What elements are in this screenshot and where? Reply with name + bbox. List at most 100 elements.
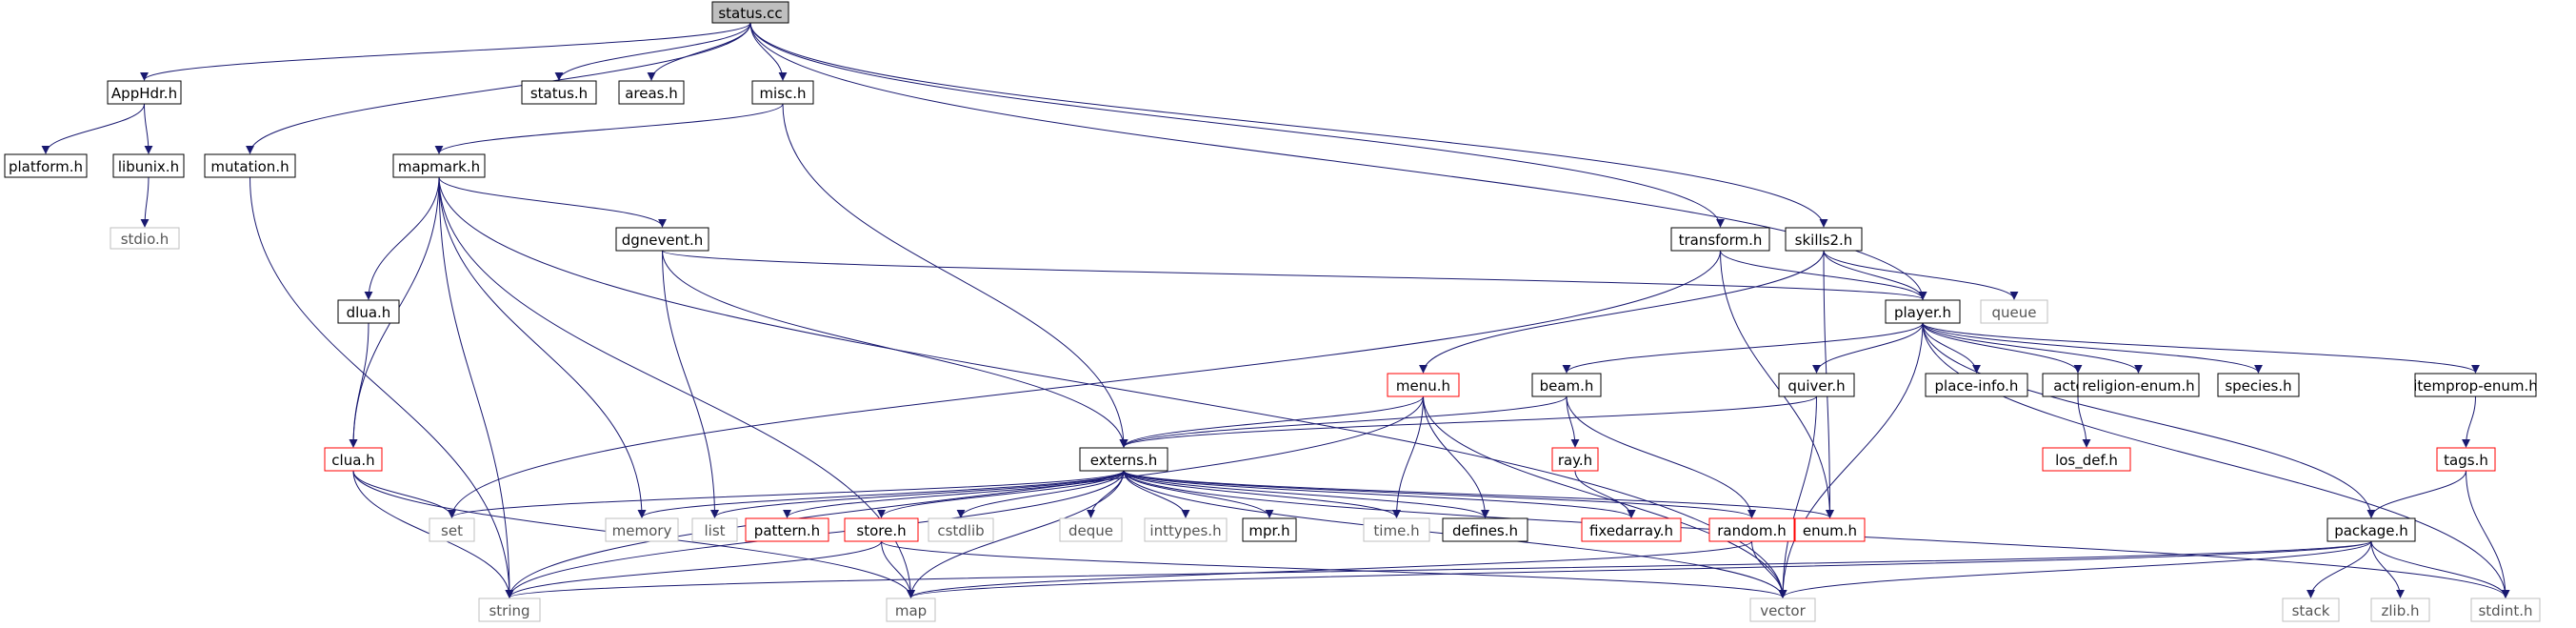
node-box[interactable] [107,80,182,105]
node-box[interactable] [521,80,597,105]
node-box[interactable] [1242,517,1297,542]
node-box[interactable] [1794,517,1866,542]
node-box[interactable] [1387,373,1460,397]
node-box[interactable] [1778,373,1855,397]
node-box[interactable] [429,517,475,542]
node-box[interactable] [2282,598,2340,622]
node-list[interactable]: list [691,517,738,542]
node-box[interactable] [1531,373,1602,397]
node-stdint-h[interactable]: stdint.h [2470,598,2541,622]
node-player-h[interactable]: player.h [1885,299,1961,324]
node-skills2-h[interactable]: skills2.h [1785,227,1863,252]
node-species-h[interactable]: species.h [2217,373,2300,397]
node-box[interactable] [204,153,296,178]
node-box[interactable] [110,227,180,250]
node-fixedarray-h[interactable]: fixedarray.h [1581,517,1682,542]
node-libunix-h[interactable]: libunix.h [112,153,185,178]
node-enum-h[interactable]: enum.h [1794,517,1866,542]
node-box[interactable] [1885,299,1961,324]
node-box[interactable] [1708,517,1795,542]
node-box[interactable] [1925,373,2028,397]
node-ray-h[interactable]: ray.h [1551,447,1599,472]
node-defines-h[interactable]: defines.h [1442,517,1528,542]
node-box[interactable] [1551,447,1599,472]
node-place-info-h[interactable]: place-info.h [1925,373,2028,397]
node-cstdlib[interactable]: cstdlib [928,517,994,542]
node-box[interactable] [711,1,789,24]
node-zlib-h[interactable]: zlib.h [2370,598,2430,622]
edge-externs-h-to-map [907,470,1125,598]
node-religion-enum-h[interactable]: religion-enum.h [2077,373,2200,397]
node-mutation-h[interactable]: mutation.h [204,153,296,178]
node-dgnevent-h[interactable]: dgnevent.h [615,227,709,252]
node-package-h[interactable]: package.h [2326,517,2416,542]
node-externs-h[interactable]: externs.h [1079,447,1168,472]
node-box[interactable] [886,598,936,622]
node-box[interactable] [615,227,709,252]
node-box[interactable] [2370,598,2430,622]
node-box[interactable] [1581,517,1682,542]
node-los-def-h[interactable]: los_def.h [2042,447,2131,472]
node-deque[interactable]: deque [1059,517,1123,542]
node-random-h[interactable]: random.h [1708,517,1795,542]
node-box[interactable] [618,80,685,105]
node-memory[interactable]: memory [605,517,679,542]
node-box[interactable] [112,153,185,178]
edge-misc-h-to-externs-h [782,103,1128,448]
node-box[interactable] [1980,299,2048,324]
node-vector[interactable]: vector [1749,598,1816,622]
node-box[interactable] [2470,598,2541,622]
node-box[interactable] [337,299,400,324]
node-store-h[interactable]: store.h [844,517,919,542]
node-mapmark-h[interactable]: mapmark.h [392,153,486,178]
node-box[interactable] [4,153,88,178]
node-box[interactable] [1079,447,1168,472]
node-dlua-h[interactable]: dlua.h [337,299,400,324]
node-mpr-h[interactable]: mpr.h [1242,517,1297,542]
node-itemprop-enum-h[interactable]: itemprop-enum.h [2413,373,2538,397]
node-misc-h[interactable]: misc.h [751,80,814,105]
node-box[interactable] [605,517,679,542]
node-status-h[interactable]: status.h [521,80,597,105]
node-pattern-h[interactable]: pattern.h [745,517,829,542]
node-box[interactable] [1144,517,1228,542]
node-areas-h[interactable]: areas.h [618,80,685,105]
node-stdio-h[interactable]: stdio.h [110,227,180,250]
node-box[interactable] [2042,447,2131,472]
node-box[interactable] [1670,227,1770,252]
node-transform-h[interactable]: transform.h [1670,227,1770,252]
node-box[interactable] [2326,517,2416,542]
node-box[interactable] [928,517,994,542]
node-stack[interactable]: stack [2282,598,2340,622]
node-box[interactable] [1749,598,1816,622]
node-box[interactable] [844,517,919,542]
node-clua-h[interactable]: clua.h [324,447,383,472]
node-set[interactable]: set [429,517,475,542]
node-queue[interactable]: queue [1980,299,2048,324]
node-apphdr-h[interactable]: AppHdr.h [107,80,182,105]
node-beam-h[interactable]: beam.h [1531,373,1602,397]
node-box[interactable] [2436,447,2496,472]
node-status-cc[interactable]: status.cc [711,1,789,24]
node-box[interactable] [1442,517,1528,542]
node-box[interactable] [745,517,829,542]
node-box[interactable] [751,80,814,105]
node-box[interactable] [1059,517,1123,542]
node-tags-h[interactable]: tags.h [2436,447,2496,472]
node-box[interactable] [2217,373,2300,397]
node-box[interactable] [478,598,541,622]
node-box[interactable] [324,447,383,472]
node-box[interactable] [1363,517,1430,542]
node-map[interactable]: map [886,598,936,622]
node-time-h[interactable]: time.h [1363,517,1430,542]
node-quiver-h[interactable]: quiver.h [1778,373,1855,397]
node-box[interactable] [1785,227,1863,252]
node-string[interactable]: string [478,598,541,622]
node-box[interactable] [691,517,738,542]
node-box[interactable] [2077,373,2200,397]
node-menu-h[interactable]: menu.h [1387,373,1460,397]
node-box[interactable] [2414,373,2537,397]
node-platform-h[interactable]: platform.h [4,153,88,178]
node-box[interactable] [392,153,486,178]
node-inttypes-h[interactable]: inttypes.h [1144,517,1228,542]
